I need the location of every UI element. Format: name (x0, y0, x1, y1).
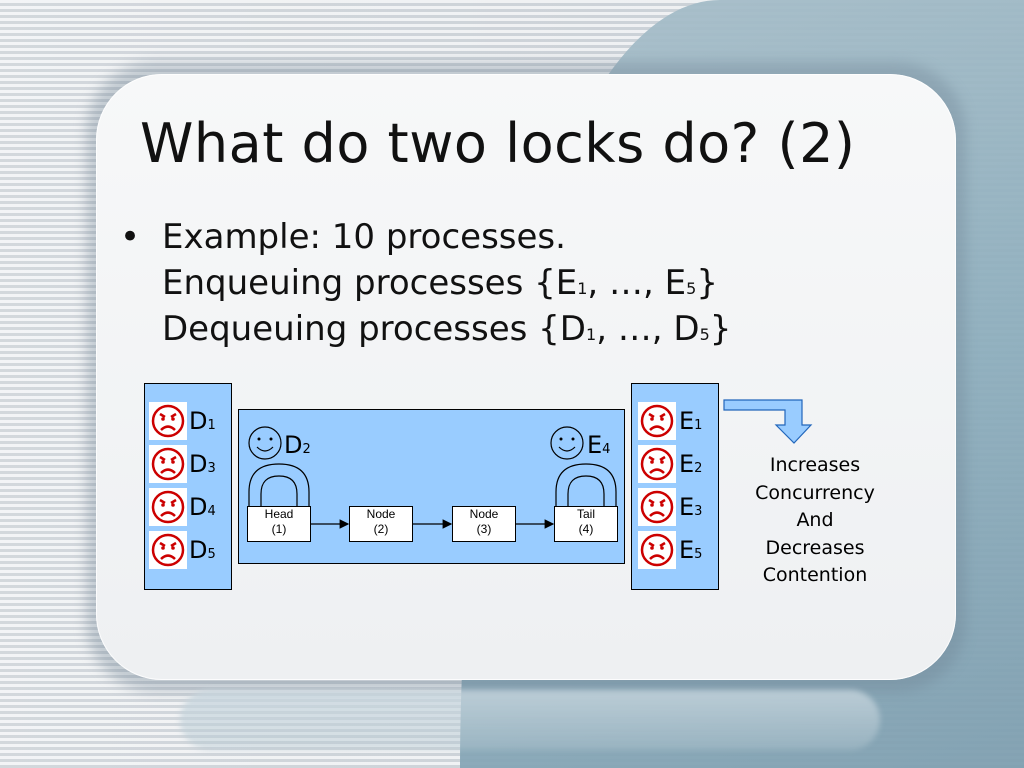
queue-node-head: Head(1) (247, 506, 311, 542)
process-label: E1 (679, 407, 703, 435)
result-note: Increases Concurrency And Decreases Cont… (740, 452, 890, 590)
bullet-line-1: Example: 10 processes. (162, 217, 566, 257)
head-lock-shackle-icon (248, 463, 310, 509)
note-line: Increases (769, 454, 861, 476)
angry-face-icon (149, 531, 187, 569)
node-number: (1) (271, 522, 287, 536)
process-label: E3 (679, 493, 703, 521)
line-3-sub-2: 5 (699, 325, 710, 344)
bullet-marker: • (120, 217, 141, 257)
note-line: And (796, 509, 834, 531)
angry-face-icon (638, 531, 676, 569)
line-2-sub-1: 1 (577, 279, 588, 298)
node-name: Node (366, 507, 396, 521)
angry-face-icon (638, 488, 676, 526)
smiley-face-icon (550, 426, 584, 460)
node-name: Head (264, 507, 294, 521)
line-2-prefix: Enqueuing processes {E (162, 263, 578, 303)
line-2-mid: , …, E (587, 263, 687, 303)
head-lock-holder-label: D2 (284, 431, 311, 459)
angry-face-icon (149, 488, 187, 526)
note-line: Contention (762, 564, 868, 586)
angry-face-icon (638, 445, 676, 483)
angry-face-icon (149, 402, 187, 440)
line-3-suffix: } (709, 309, 732, 349)
process-label: D4 (189, 493, 216, 521)
process-label: D1 (189, 407, 216, 435)
node-number: (2) (373, 522, 389, 536)
node-links (310, 519, 555, 529)
slide-title: What do two locks do? (2) (140, 112, 856, 175)
process-label: D5 (189, 536, 216, 564)
line-2-sub-2: 5 (686, 279, 697, 298)
bent-arrow-icon (723, 399, 813, 444)
process-label: E2 (679, 450, 703, 478)
panel-reflection (180, 690, 880, 750)
angry-face-icon (638, 402, 676, 440)
queue-node: Node(3) (452, 506, 516, 542)
note-line: Concurrency (755, 481, 875, 504)
process-label: D3 (189, 450, 216, 478)
smiley-face-icon (248, 426, 282, 460)
note-line: Decreases (765, 536, 865, 559)
line-3-prefix: Dequeuing processes {D (162, 309, 586, 349)
bullet-text: Example: 10 processes. Enqueuing process… (162, 214, 731, 352)
node-name: Tail (576, 507, 595, 521)
bullet-line-3: Dequeuing processes {D1, …, D5} (162, 306, 731, 352)
node-number: (3) (476, 522, 492, 536)
bullet-line-2: Enqueuing processes {E1, …, E5} (162, 260, 731, 306)
node-number: (4) (578, 522, 594, 536)
line-3-mid: , …, D (596, 309, 700, 349)
queue-node-tail: Tail(4) (554, 506, 618, 542)
content-panel (96, 74, 956, 680)
tail-lock-holder-label: E4 (587, 431, 611, 459)
tail-lock-shackle-icon (555, 463, 617, 509)
line-2-suffix: } (696, 263, 718, 303)
process-label: E5 (679, 536, 703, 564)
angry-face-icon (149, 445, 187, 483)
line-3-sub-1: 1 (586, 325, 597, 344)
node-name: Node (469, 507, 499, 521)
